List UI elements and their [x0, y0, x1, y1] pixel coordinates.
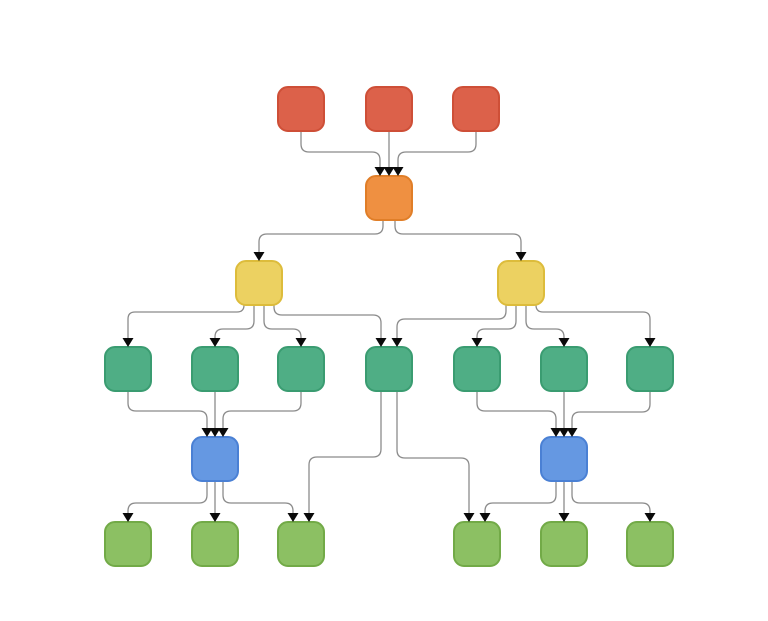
edge-blue-right-to-green-6	[571, 481, 651, 514]
node-teal-1[interactable]	[104, 346, 152, 392]
edge-yellow-right-to-teal-4	[396, 305, 507, 339]
edge-teal-1-to-blue-left	[127, 391, 208, 429]
edge-teal-4-to-green-3	[308, 391, 382, 514]
arrowhead-blue-left-to-green-3	[287, 513, 299, 522]
arrowhead-red-2-to-orange-hub	[383, 167, 395, 176]
arrowhead-red-1-to-orange-hub	[374, 167, 386, 176]
node-green-3[interactable]	[277, 521, 325, 567]
edge-yellow-left-to-teal-2	[214, 305, 255, 339]
edge-yellow-right-to-teal-7	[535, 304, 651, 339]
node-orange-hub[interactable]	[365, 175, 413, 221]
arrowhead-teal-5-to-blue-right	[550, 428, 562, 437]
edge-yellow-left-to-teal-4	[273, 305, 382, 339]
edge-orange-hub-to-yellow-right	[394, 220, 522, 253]
edge-teal-7-to-blue-right	[571, 391, 651, 429]
node-red-3[interactable]	[452, 86, 500, 132]
node-yellow-left[interactable]	[235, 260, 283, 306]
node-red-2[interactable]	[365, 86, 413, 132]
arrowhead-teal-2-to-blue-left	[209, 428, 221, 437]
arrowhead-blue-left-to-green-1	[122, 513, 134, 522]
arrowhead-yellow-right-to-teal-5	[471, 338, 483, 347]
node-teal-5[interactable]	[453, 346, 501, 392]
node-green-6[interactable]	[626, 521, 674, 567]
arrowhead-yellow-left-to-teal-4	[375, 338, 387, 347]
arrowhead-blue-right-to-green-6	[644, 513, 656, 522]
edge-yellow-left-to-teal-3	[263, 305, 302, 339]
edge-teal-5-to-blue-right	[476, 391, 557, 429]
node-blue-left[interactable]	[191, 436, 239, 482]
node-teal-6[interactable]	[540, 346, 588, 392]
arrowhead-yellow-right-to-teal-6	[558, 338, 570, 347]
edge-red-3-to-orange-hub	[397, 131, 477, 168]
arrowhead-teal-4-to-green-4	[463, 513, 475, 522]
arrowhead-teal-3-to-blue-left	[217, 428, 229, 437]
node-yellow-right[interactable]	[497, 260, 545, 306]
node-teal-3[interactable]	[277, 346, 325, 392]
arrowhead-red-3-to-orange-hub	[392, 167, 404, 176]
edge-blue-left-to-green-3	[222, 481, 294, 514]
node-red-1[interactable]	[277, 86, 325, 132]
edges-layer	[127, 131, 651, 514]
node-teal-4[interactable]	[365, 346, 413, 392]
edge-orange-hub-to-yellow-left	[258, 220, 384, 253]
arrowhead-teal-4-to-green-3	[303, 513, 315, 522]
edge-teal-3-to-blue-left	[222, 391, 302, 429]
node-teal-7[interactable]	[626, 346, 674, 392]
node-green-4[interactable]	[453, 521, 501, 567]
arrowhead-teal-1-to-blue-left	[201, 428, 213, 437]
node-green-2[interactable]	[191, 521, 239, 567]
arrowhead-yellow-right-to-teal-4	[391, 338, 403, 347]
arrowhead-yellow-right-to-teal-7	[644, 338, 656, 347]
arrowhead-blue-left-to-green-2	[209, 513, 221, 522]
arrowhead-yellow-left-to-teal-2	[209, 338, 221, 347]
edge-yellow-right-to-teal-5	[476, 305, 517, 339]
node-teal-2[interactable]	[191, 346, 239, 392]
arrowhead-teal-7-to-blue-right	[566, 428, 578, 437]
arrowhead-orange-hub-to-yellow-left	[253, 252, 265, 261]
edge-yellow-left-to-teal-1	[127, 304, 245, 339]
arrowhead-yellow-left-to-teal-1	[122, 338, 134, 347]
arrowheads-layer	[122, 167, 656, 522]
edge-red-1-to-orange-hub	[300, 131, 381, 168]
arrowhead-orange-hub-to-yellow-right	[515, 252, 527, 261]
edge-yellow-right-to-teal-6	[525, 305, 565, 339]
node-green-5[interactable]	[540, 521, 588, 567]
arrowhead-blue-right-to-green-5	[558, 513, 570, 522]
edge-blue-right-to-green-4	[484, 481, 557, 514]
arrowhead-teal-6-to-blue-right	[558, 428, 570, 437]
node-green-1[interactable]	[104, 521, 152, 567]
arrowhead-yellow-left-to-teal-3	[295, 338, 307, 347]
node-blue-right[interactable]	[540, 436, 588, 482]
edge-teal-4-to-green-4	[396, 391, 470, 514]
edge-blue-left-to-green-1	[127, 481, 208, 514]
arrowhead-blue-right-to-green-4	[479, 513, 491, 522]
